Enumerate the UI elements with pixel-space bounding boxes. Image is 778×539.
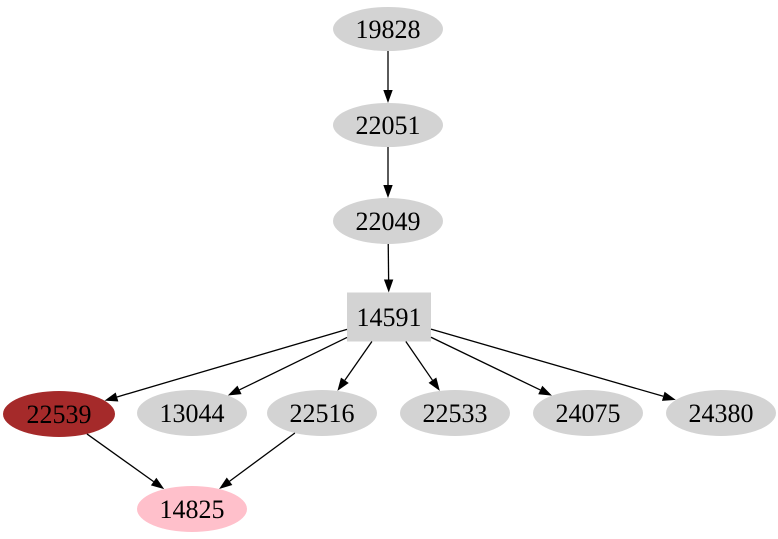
graph-node-24380: 24380 [666, 390, 776, 436]
edge-line [430, 328, 664, 397]
edge-line [239, 336, 348, 391]
edge-14591-22533 [405, 341, 440, 391]
node-shape-ellipse [137, 486, 247, 532]
node-shape-rect [347, 292, 431, 342]
graph-node-14591: 14591 [347, 292, 431, 342]
edge-line [86, 433, 155, 483]
graph-node-22516: 22516 [267, 390, 377, 436]
graph-node-14825: 14825 [137, 486, 247, 532]
node-label: 22051 [356, 111, 421, 140]
node-label: 22533 [423, 399, 488, 428]
graph-node-19828: 19828 [333, 7, 443, 51]
arrowhead-icon [104, 392, 119, 402]
node-label: 14825 [160, 495, 225, 524]
graph-node-13044: 13044 [137, 390, 247, 436]
node-label: 22049 [356, 207, 421, 236]
edge-line [116, 328, 348, 398]
graph-node-22049: 22049 [333, 198, 443, 244]
node-label: 14591 [357, 303, 422, 332]
edge-22516-14825 [219, 432, 296, 489]
node-shape-ellipse [333, 103, 443, 147]
edge-line [229, 432, 296, 482]
arrowhead-icon [383, 279, 394, 293]
arrowhead-icon [219, 477, 233, 489]
edge-14591-24075 [430, 336, 552, 396]
edge-14591-22516 [337, 341, 373, 391]
node-shape-ellipse [533, 390, 643, 436]
edge-19828-22051 [383, 51, 393, 103]
edge-22051-22049 [383, 147, 393, 198]
graph-node-22051: 22051 [333, 103, 443, 147]
node-label: 24075 [556, 399, 621, 428]
node-shape-ellipse [666, 390, 776, 436]
edge-14591-24380 [430, 328, 676, 401]
node-label: 22539 [27, 400, 92, 429]
edge-line [405, 341, 433, 381]
edge-14591-13044 [227, 336, 348, 396]
arrowhead-icon [428, 377, 440, 391]
node-shape-ellipse [400, 390, 510, 436]
arrowhead-icon [337, 377, 349, 391]
graph-node-22539: 22539 [3, 391, 115, 437]
edge-line [430, 336, 541, 391]
node-shape-ellipse [333, 198, 443, 244]
arrowhead-icon [383, 90, 393, 103]
graph-node-24075: 24075 [533, 390, 643, 436]
edge-14591-22539 [104, 328, 348, 402]
arrowhead-icon [661, 391, 676, 401]
node-shape-ellipse [267, 390, 377, 436]
arrowhead-icon [538, 385, 552, 396]
edge-22049-14591 [383, 243, 394, 293]
graph-node-22533: 22533 [400, 390, 510, 436]
edge-22539-14825 [86, 433, 165, 490]
node-label: 24380 [689, 399, 754, 428]
node-label: 22516 [290, 399, 355, 428]
edge-line [344, 341, 373, 381]
arrowhead-icon [227, 385, 242, 396]
node-label: 19828 [356, 15, 421, 44]
node-shape-ellipse [333, 7, 443, 51]
node-shape-ellipse [137, 390, 247, 436]
arrowhead-icon [150, 477, 165, 490]
arrowhead-icon [383, 185, 393, 198]
node-shape-ellipse [3, 391, 115, 437]
node-label: 13044 [160, 399, 225, 428]
